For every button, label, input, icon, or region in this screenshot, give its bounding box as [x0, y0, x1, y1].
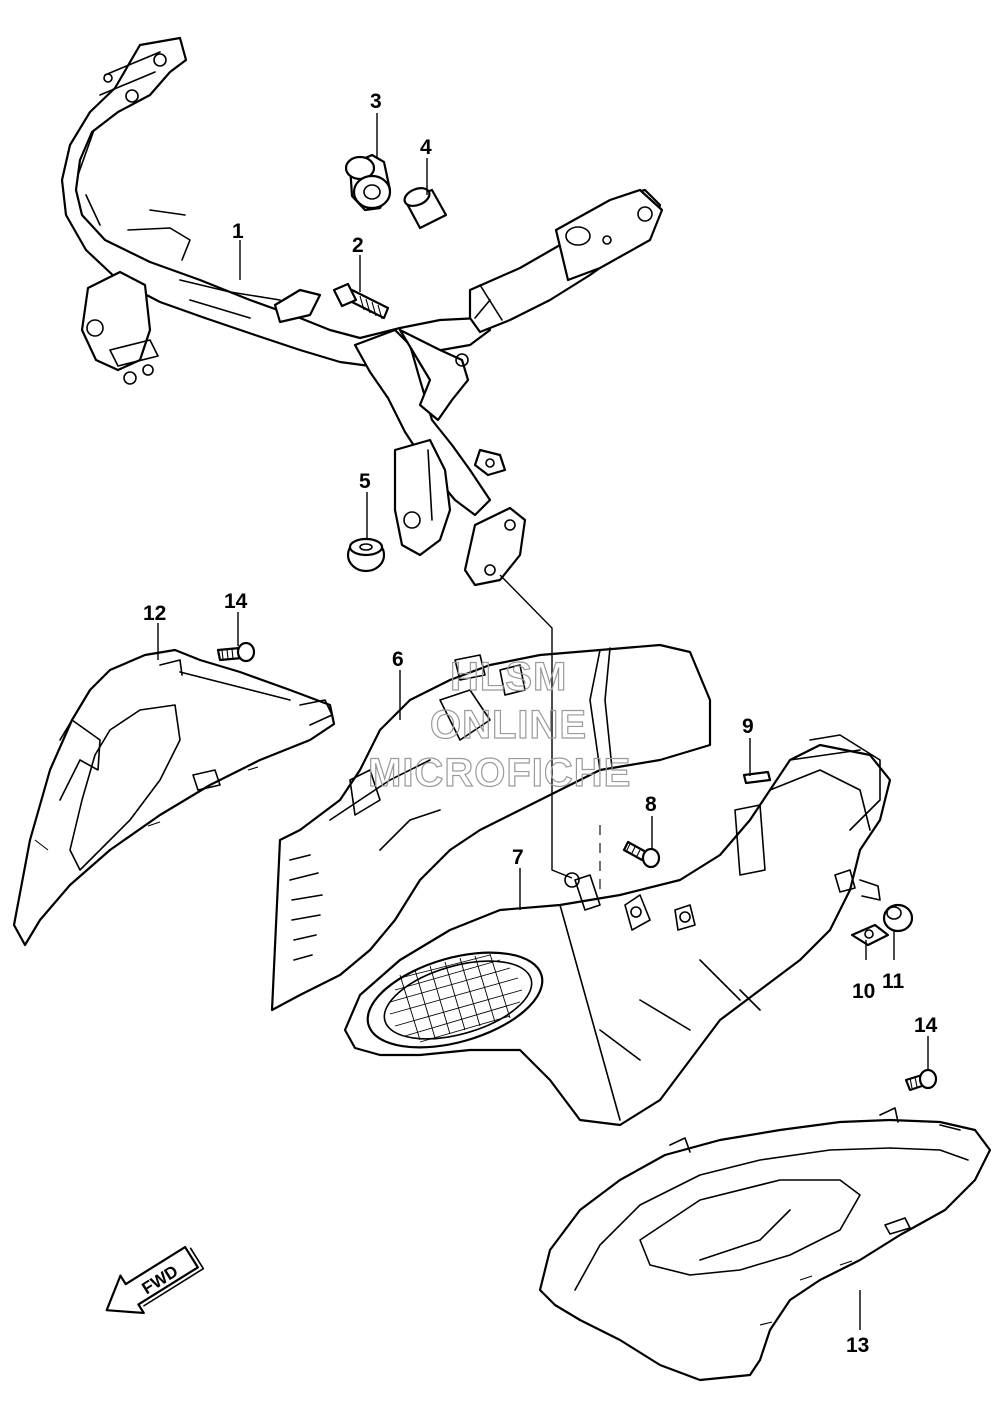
watermark-line-1: HLSM [450, 655, 567, 699]
callout-8: 8 [645, 793, 657, 816]
part-7-right-duct [343, 734, 892, 1127]
part-9-clip [742, 770, 772, 785]
callout-9: 9 [742, 715, 754, 738]
callout-4: 4 [420, 136, 432, 159]
callout-10: 10 [852, 980, 875, 1003]
callout-6: 6 [392, 648, 404, 671]
watermark-line-3: MICROFICHE [368, 751, 631, 795]
callout-14-upper: 14 [224, 590, 248, 613]
part-12-left-inner-cover [12, 648, 336, 947]
callout-3: 3 [370, 90, 382, 113]
callout-1: 1 [232, 220, 244, 243]
part-14-upper-screw [216, 641, 256, 663]
part-10-nut [850, 923, 890, 947]
watermark: HLSM ONLINE MICROFICHE [367, 654, 631, 795]
callout-7: 7 [512, 846, 524, 869]
callout-11: 11 [882, 970, 905, 993]
part-2-bolt [332, 282, 390, 320]
part-6-center-duct [270, 643, 712, 1012]
part-8-screw [622, 840, 661, 869]
callout-leaders [157, 113, 929, 1330]
part-13-right-inner-cover [538, 1107, 992, 1382]
part-4-collar [403, 187, 448, 230]
part-3-grommet [344, 153, 392, 212]
part-11-grommet [882, 903, 914, 933]
fwd-arrow: FWD [105, 1245, 205, 1315]
callout-12: 12 [143, 602, 166, 625]
callout-14-lower: 14 [914, 1014, 938, 1037]
callout-5: 5 [359, 470, 371, 493]
part-14-lower-screw [904, 1068, 938, 1092]
callout-labels: 1 2 3 4 5 6 7 8 9 10 11 12 13 14 14 [143, 90, 938, 1357]
part-5-grommet [346, 537, 386, 573]
callout-2: 2 [352, 234, 364, 257]
callout-13: 13 [846, 1334, 869, 1357]
watermark-line-2: ONLINE [430, 703, 587, 747]
part-7-mesh-grille [389, 953, 523, 1043]
part-1-front-bracket [60, 36, 664, 587]
